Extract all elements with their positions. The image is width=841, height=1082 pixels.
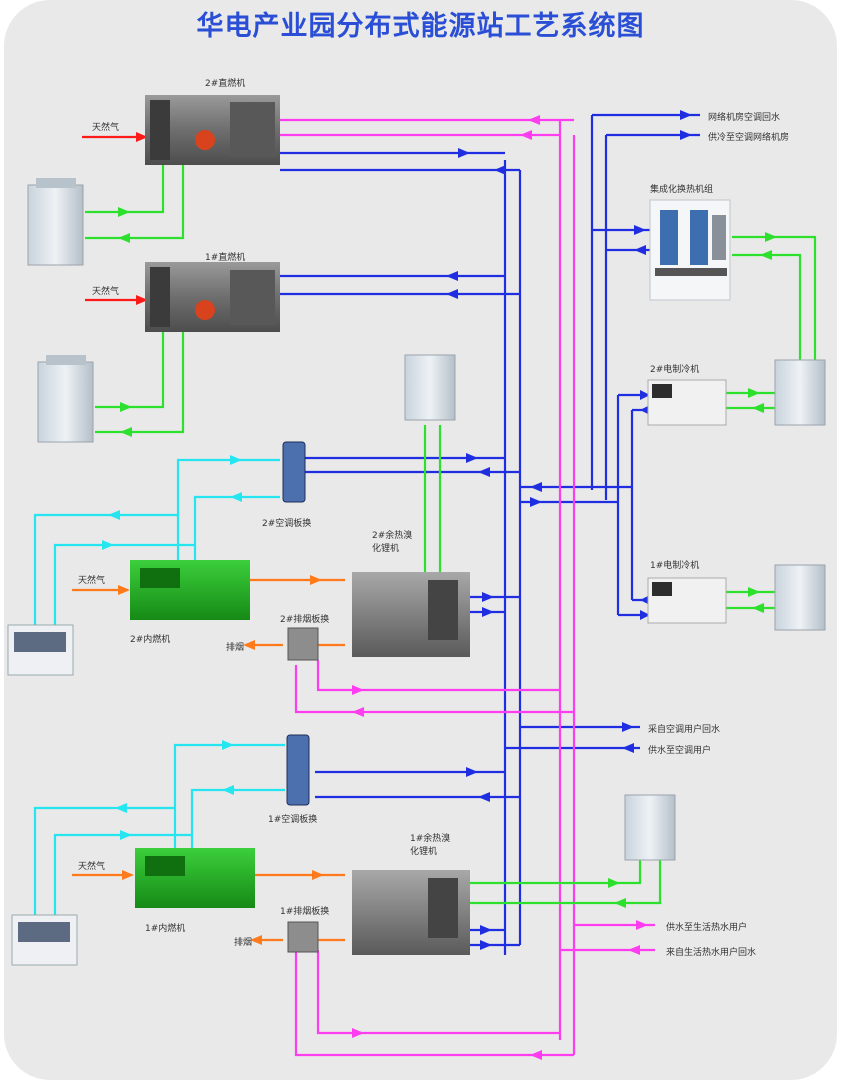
waste-heat-absorption-chiller-2 bbox=[352, 572, 470, 657]
label-gas-boiler2: 天然气 bbox=[92, 123, 120, 133]
cooling-tower-boiler1 bbox=[37, 355, 94, 443]
label-engine-1: 1#内燃机 bbox=[145, 924, 186, 934]
label-gas-engine1: 天然气 bbox=[78, 862, 106, 872]
chilled-water-arrows bbox=[446, 110, 692, 950]
gas-arrows bbox=[136, 132, 148, 305]
gas-engine-2 bbox=[130, 560, 250, 620]
gas-pipes bbox=[82, 135, 145, 302]
label-exhaust-1: 排烟 bbox=[234, 938, 253, 948]
cooling-tower-absorption2 bbox=[404, 354, 456, 421]
label-waste-heat-1: 1#余热溴 化锂机 bbox=[410, 834, 451, 857]
boiler-1 bbox=[145, 262, 280, 332]
hot-water-arrows bbox=[352, 115, 648, 1060]
diagram-title: 华电产业园分布式能源站工艺系统图 bbox=[196, 11, 645, 42]
cooling-tower-boiler2 bbox=[27, 178, 84, 266]
label-out-bot-2: 来自生活热水用户回水 bbox=[666, 948, 757, 958]
cooling-tower-chiller1 bbox=[774, 564, 826, 631]
cooling-water-arrows bbox=[118, 207, 777, 908]
label-out-bot-1: 供水至生活热水用户 bbox=[666, 923, 748, 933]
electric-chiller-1 bbox=[647, 577, 727, 624]
label-chiller-2: 2#电制冷机 bbox=[650, 365, 700, 375]
label-boiler-1: 1#直燃机 bbox=[205, 253, 246, 263]
exhaust-arrows bbox=[118, 575, 324, 945]
label-out-top-2: 供冷至空调网络机房 bbox=[708, 133, 790, 143]
jacket-water-arrows bbox=[102, 455, 242, 840]
integrated-heat-exchange-unit bbox=[649, 199, 731, 301]
label-out-top-1: 网络机房空调回水 bbox=[708, 113, 781, 123]
label-boiler-2: 2#直燃机 bbox=[205, 79, 246, 89]
label-waste-heat-2: 2#余热溴 化锂机 bbox=[372, 531, 413, 554]
label-engine-2: 2#内燃机 bbox=[130, 635, 171, 645]
waste-heat-absorption-chiller-1 bbox=[352, 870, 470, 955]
ac-plate-hx-1 bbox=[286, 734, 310, 806]
exhaust-hx-1 bbox=[287, 921, 319, 953]
label-out-mid-2: 供水至空调用户 bbox=[648, 746, 712, 756]
boiler-2 bbox=[145, 95, 280, 165]
label-ac-hx-2: 2#空调板换 bbox=[262, 519, 312, 529]
hot-water-pipes bbox=[280, 118, 655, 1057]
label-chiller-1: 1#电制冷机 bbox=[650, 561, 700, 571]
label-exhaust-hx-1: 1#排烟板换 bbox=[280, 907, 330, 917]
ac-plate-hx-2 bbox=[282, 441, 306, 503]
label-exhaust-hx-2: 2#排烟板换 bbox=[280, 615, 330, 625]
label-gas-engine2: 天然气 bbox=[78, 576, 106, 586]
dry-cooler-1 bbox=[11, 914, 78, 966]
label-out-mid-1: 采自空调用户回水 bbox=[648, 725, 721, 735]
label-ac-hx-1: 1#空调板换 bbox=[268, 815, 318, 825]
exhaust-hx-2 bbox=[287, 627, 319, 661]
label-integrated-unit: 集成化换热机组 bbox=[650, 185, 714, 195]
gas-engine-1 bbox=[135, 848, 255, 908]
label-gas-boiler1: 天然气 bbox=[92, 287, 120, 297]
dry-cooler-2 bbox=[7, 624, 74, 676]
electric-chiller-2 bbox=[647, 379, 727, 426]
cooling-tower-integrated bbox=[774, 359, 826, 426]
cooling-tower-absorption1 bbox=[624, 794, 676, 861]
jacket-water-pipes bbox=[33, 458, 285, 925]
label-exhaust-2: 排烟 bbox=[226, 643, 245, 653]
